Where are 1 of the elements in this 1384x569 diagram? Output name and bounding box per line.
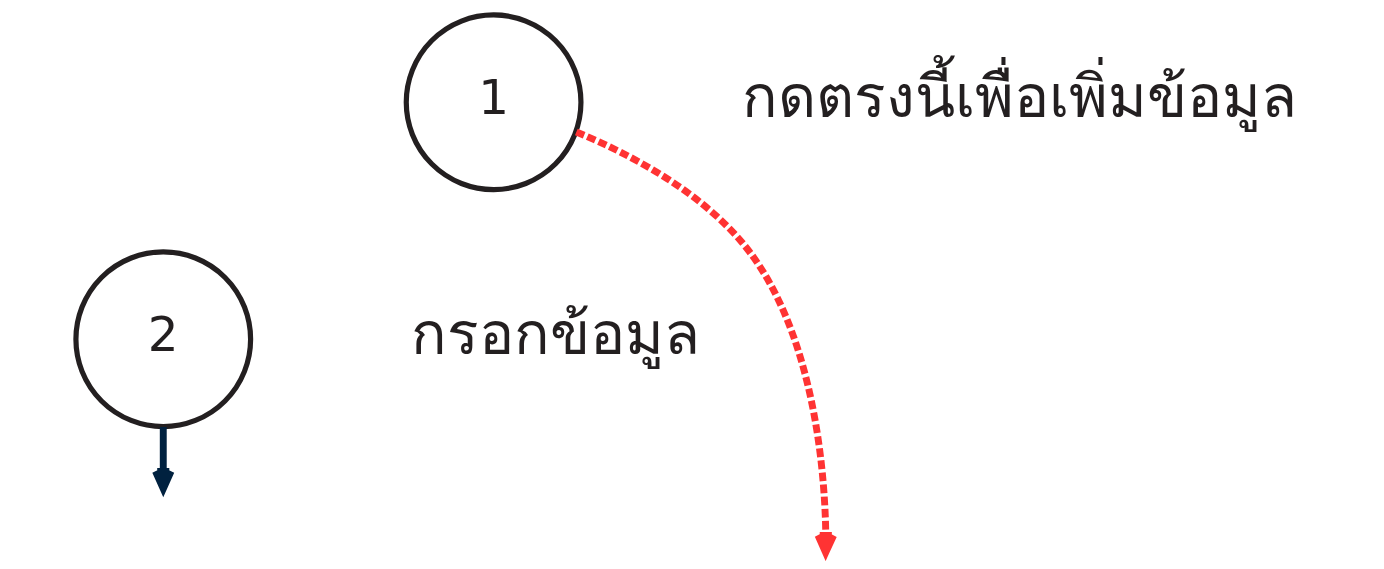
- node-label: กรอกข้อมูล: [410, 299, 700, 369]
